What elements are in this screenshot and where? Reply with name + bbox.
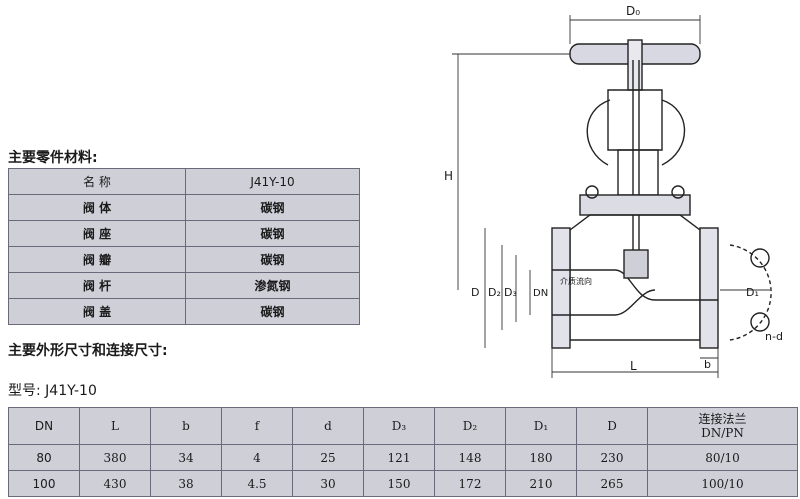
header-d-outer: D xyxy=(576,407,648,445)
right-flange xyxy=(699,227,719,349)
dimensions-header-row: DN L b f d D₃ D₂ D₁ D 连接法兰 DN/PN xyxy=(8,407,798,445)
flange-hole-top xyxy=(750,248,770,268)
label-b: b xyxy=(704,358,711,371)
valve-disc xyxy=(623,249,649,279)
label-d2: D₂ xyxy=(488,286,501,299)
cell: 38 xyxy=(150,470,222,497)
cell: 210 xyxy=(505,470,577,497)
dimensions-table: DN L b f d D₃ D₂ D₁ D 连接法兰 DN/PN 80 380 … xyxy=(8,407,798,497)
part-material: 碳钢 xyxy=(185,194,360,221)
label-nd: n-d xyxy=(765,330,783,343)
cell: 80 xyxy=(8,444,80,471)
cell: 80/10 xyxy=(647,444,798,471)
bolt-right xyxy=(671,185,685,199)
label-l: L xyxy=(630,359,637,373)
cell: 265 xyxy=(576,470,648,497)
cell: 172 xyxy=(434,470,506,497)
wheel-hub xyxy=(627,39,643,91)
part-name: 阀 座 xyxy=(8,220,186,247)
label-h: H xyxy=(444,169,453,183)
materials-table: 名 称 J41Y-10 阀 体 碳钢 阀 座 碳钢 阀 瓣 碳钢 阀 杆 渗氮钢… xyxy=(8,168,360,325)
materials-header-model: J41Y-10 xyxy=(185,168,360,195)
part-material: 碳钢 xyxy=(185,298,360,325)
bore-top xyxy=(552,269,718,301)
dimensions-heading: 主要外形尺寸和连接尺寸: xyxy=(8,343,168,359)
part-name: 阀 盖 xyxy=(8,298,186,325)
label-d: D xyxy=(471,286,479,299)
part-name: 阀 瓣 xyxy=(8,246,186,273)
bolt-left xyxy=(585,185,599,199)
bonnet-flange xyxy=(579,194,691,216)
cell: 4 xyxy=(221,444,293,471)
valve-drawing: D₀ H D D₂ D₃ DN 介质流向 D₁ L b n-d xyxy=(444,4,783,378)
cell: 100/10 xyxy=(647,470,798,497)
cell: 230 xyxy=(576,444,648,471)
table-row: 阀 座 碳钢 xyxy=(8,220,360,247)
dimension-lines xyxy=(452,15,770,378)
yoke xyxy=(607,89,663,151)
cell: 34 xyxy=(150,444,222,471)
cell: 100 xyxy=(8,470,80,497)
table-row: 阀 盖 碳钢 xyxy=(8,298,360,325)
left-flange xyxy=(551,227,571,349)
materials-header-name: 名 称 xyxy=(8,168,186,195)
cell: 180 xyxy=(505,444,577,471)
label-flow: 介质流向 xyxy=(560,276,592,286)
table-row: 80 380 34 4 25 121 148 180 230 80/10 xyxy=(8,444,798,471)
part-material: 渗氮钢 xyxy=(185,272,360,299)
header-d1: D₁ xyxy=(505,407,577,445)
flange-label: 连接法兰 xyxy=(698,412,747,426)
header-dn: DN xyxy=(8,407,80,445)
cell: 4.5 xyxy=(221,470,293,497)
valve-outline xyxy=(551,39,772,349)
label-d3: D₃ xyxy=(504,286,517,299)
cell: 148 xyxy=(434,444,506,471)
part-material: 碳钢 xyxy=(185,246,360,273)
header-b: b xyxy=(150,407,222,445)
part-material: 碳钢 xyxy=(185,220,360,247)
label-d0: D₀ xyxy=(626,4,640,18)
header-d2: D₂ xyxy=(434,407,506,445)
header-flange: 连接法兰 DN/PN xyxy=(647,407,798,445)
table-row: 阀 体 碳钢 xyxy=(8,194,360,221)
header-d: d xyxy=(292,407,364,445)
cell: 25 xyxy=(292,444,364,471)
part-name: 阀 体 xyxy=(8,194,186,221)
model-label: 型号: J41Y-10 xyxy=(8,383,97,399)
yoke-arm-right xyxy=(661,99,686,166)
table-row: 阀 瓣 碳钢 xyxy=(8,246,360,273)
header-l: L xyxy=(79,407,151,445)
cell: 121 xyxy=(363,444,435,471)
bore-bottom xyxy=(552,289,656,316)
cell: 380 xyxy=(79,444,151,471)
label-d1: D₁ xyxy=(746,286,759,299)
cell: 430 xyxy=(79,470,151,497)
table-row: 100 430 38 4.5 30 150 172 210 265 100/10 xyxy=(8,470,798,497)
materials-heading: 主要零件材料: xyxy=(8,150,98,166)
materials-header-row: 名 称 J41Y-10 xyxy=(8,168,360,195)
label-dn: DN xyxy=(533,288,548,299)
yoke-arm-left xyxy=(586,99,611,166)
table-row: 阀 杆 渗氮钢 xyxy=(8,272,360,299)
gland xyxy=(617,149,659,196)
flange-hole-bottom xyxy=(750,312,770,332)
part-name: 阀 杆 xyxy=(8,272,186,299)
cell: 30 xyxy=(292,470,364,497)
header-d3: D₃ xyxy=(363,407,435,445)
header-f: f xyxy=(221,407,293,445)
cell: 150 xyxy=(363,470,435,497)
flange-units: DN/PN xyxy=(701,426,744,440)
